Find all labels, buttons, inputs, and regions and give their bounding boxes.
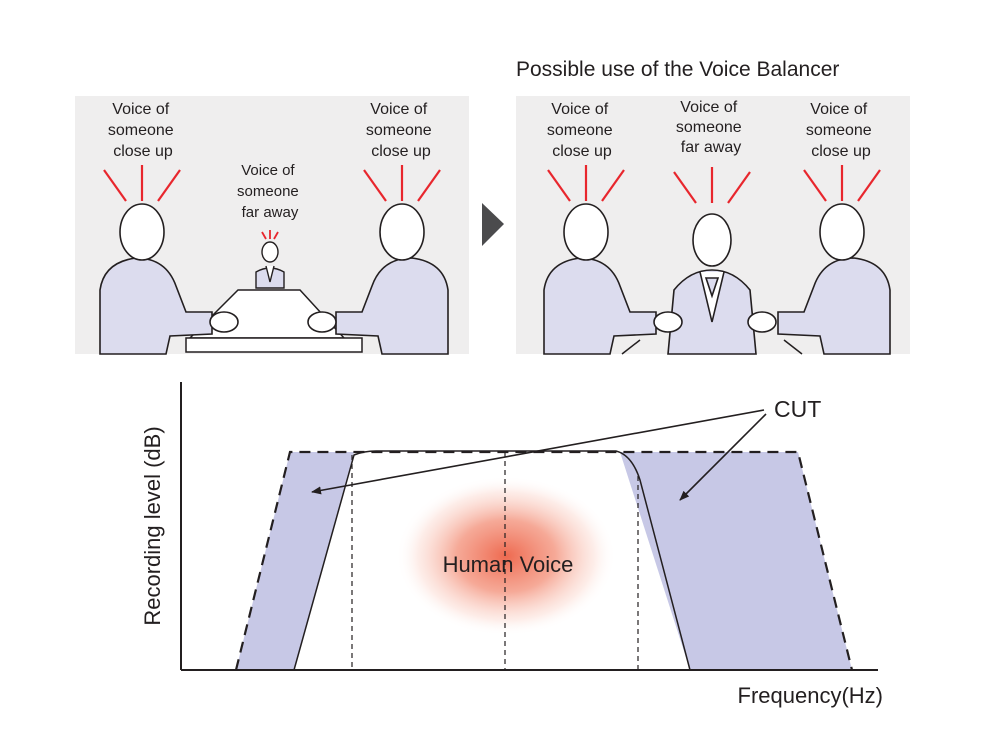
band-divider-lines [351, 452, 639, 670]
right-close-person-label: Voice of someone close up [366, 101, 436, 160]
page-title: Possible use of the Voice Balancer [516, 58, 839, 81]
chart-axes [180, 382, 878, 671]
low-cut-region [236, 452, 354, 670]
right-close-person-figure [307, 203, 449, 355]
y-axis-label: Recording level (dB) [140, 426, 165, 625]
center-person-label: Voice of someone far away [676, 99, 746, 156]
x-axis-label: Frequency(Hz) [738, 683, 883, 708]
far-person-label: Voice of someone far away [237, 162, 303, 221]
right-right-person-label: Voice of someone close up [806, 101, 876, 160]
right-table-edges [621, 339, 803, 355]
right-close-voice-lines [363, 165, 441, 202]
right-left-person-figure [543, 203, 683, 355]
voice-balancer-response-curve [293, 450, 691, 671]
play-arrow-icon [482, 203, 504, 246]
center-person-figure [667, 213, 757, 355]
cut-arrows [311, 409, 767, 501]
right-right-voice-lines [803, 165, 881, 202]
high-cut-region [620, 452, 852, 670]
full-range-outline [234, 450, 854, 671]
left-close-person-figure [99, 203, 239, 355]
arrow-icon [679, 413, 767, 501]
right-left-person-label: Voice of someone close up [547, 101, 617, 160]
right-right-person-figure [747, 203, 891, 355]
human-voice-glow [396, 476, 616, 636]
left-close-voice-lines [103, 165, 181, 202]
left-close-person-label: Voice of someone close up [108, 101, 178, 160]
left-scene-panel: Voice of someone far away Voice of someo… [75, 96, 469, 355]
far-person-figure [255, 241, 285, 289]
far-person-voice-lines [261, 230, 279, 240]
right-scene-panel: Voice of someone close up Voice of someo… [516, 96, 910, 355]
human-voice-label: Human Voice [443, 552, 574, 577]
frequency-response-chart: CUT Human Voice Frequency(Hz) Recording … [140, 382, 883, 708]
center-voice-lines [673, 167, 751, 204]
cut-label: CUT [774, 396, 821, 422]
arrow-icon [311, 409, 765, 495]
right-left-voice-lines [547, 165, 625, 202]
